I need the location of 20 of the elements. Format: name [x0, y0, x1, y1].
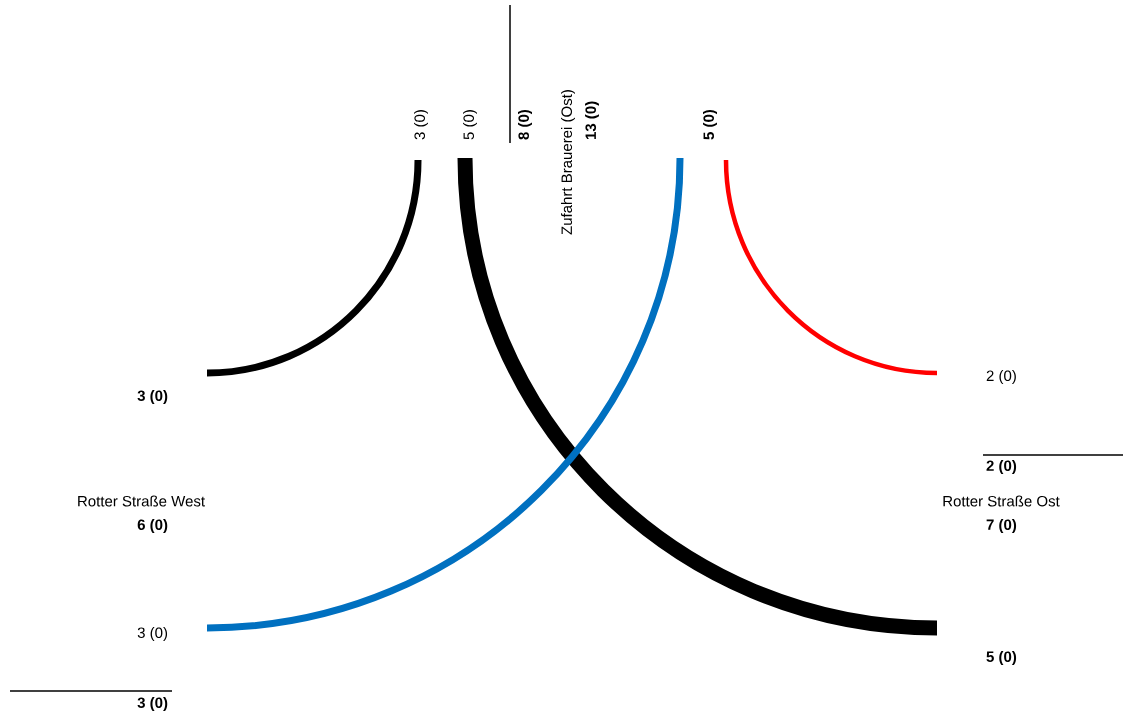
flow-label: 6 (0)	[137, 519, 168, 533]
street-name: Zufahrt Brauerei (Ost)	[561, 90, 575, 235]
flow-arc	[723, 159, 938, 376]
flow-label: 7 (0)	[986, 519, 1017, 533]
flow-arc	[457, 157, 938, 636]
flow-label: 2 (0)	[986, 460, 1017, 474]
flow-label: 2 (0)	[986, 370, 1016, 384]
flow-label: 13 (0)	[585, 101, 599, 140]
flow-label: 5 (0)	[986, 651, 1017, 665]
flow-label: 5 (0)	[703, 109, 717, 140]
flow-label: 8 (0)	[518, 109, 532, 140]
flow-arc	[206, 159, 422, 377]
flow-label: 3 (0)	[137, 390, 168, 404]
street-name: Rotter Straße West	[78, 495, 205, 507]
street-name: Rotter Straße Ost	[943, 495, 1060, 507]
flow-label: 3 (0)	[137, 697, 168, 711]
flow-label: 5 (0)	[463, 110, 477, 140]
flow-label: 3 (0)	[137, 627, 168, 641]
flow-arc	[206, 157, 684, 632]
flow-label: 3 (0)	[414, 110, 428, 140]
